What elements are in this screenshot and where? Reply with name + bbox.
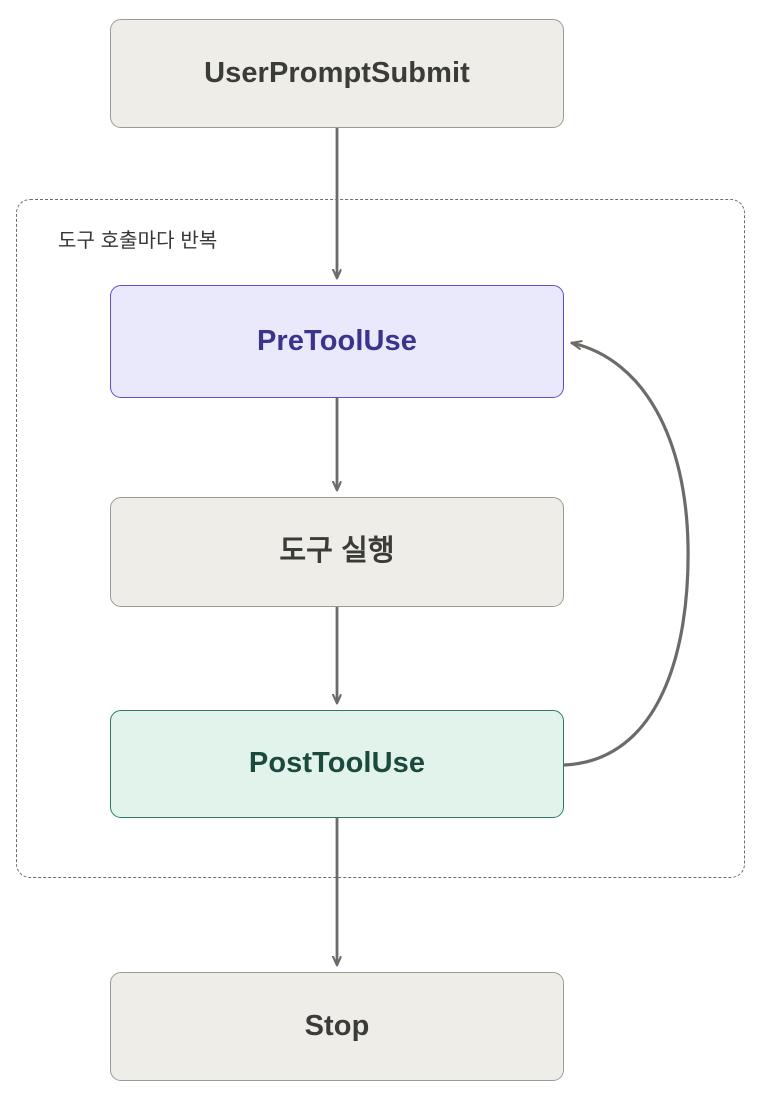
node-post-tool-use[interactable]: PostToolUse: [110, 710, 564, 818]
node-stop[interactable]: Stop: [110, 972, 564, 1081]
loop-group-label: 도구 호출마다 반복: [58, 230, 218, 252]
node-pre-tool-use-label: PreToolUse: [256, 324, 417, 357]
node-tool-execution[interactable]: 도구 실행: [110, 497, 564, 607]
loop-group-container: [16, 199, 745, 878]
node-post-tool-use-label: PostToolUse: [248, 747, 426, 780]
node-tool-execution-label: 도구 실행: [279, 535, 395, 568]
node-stop-label: Stop: [304, 1009, 370, 1042]
node-user-prompt-submit-label: UserPromptSubmit: [204, 56, 470, 89]
node-user-prompt-submit[interactable]: UserPromptSubmit: [110, 19, 564, 128]
node-pre-tool-use[interactable]: PreToolUse: [110, 285, 564, 398]
edge-post-to-pre-loop: [563, 343, 690, 767]
